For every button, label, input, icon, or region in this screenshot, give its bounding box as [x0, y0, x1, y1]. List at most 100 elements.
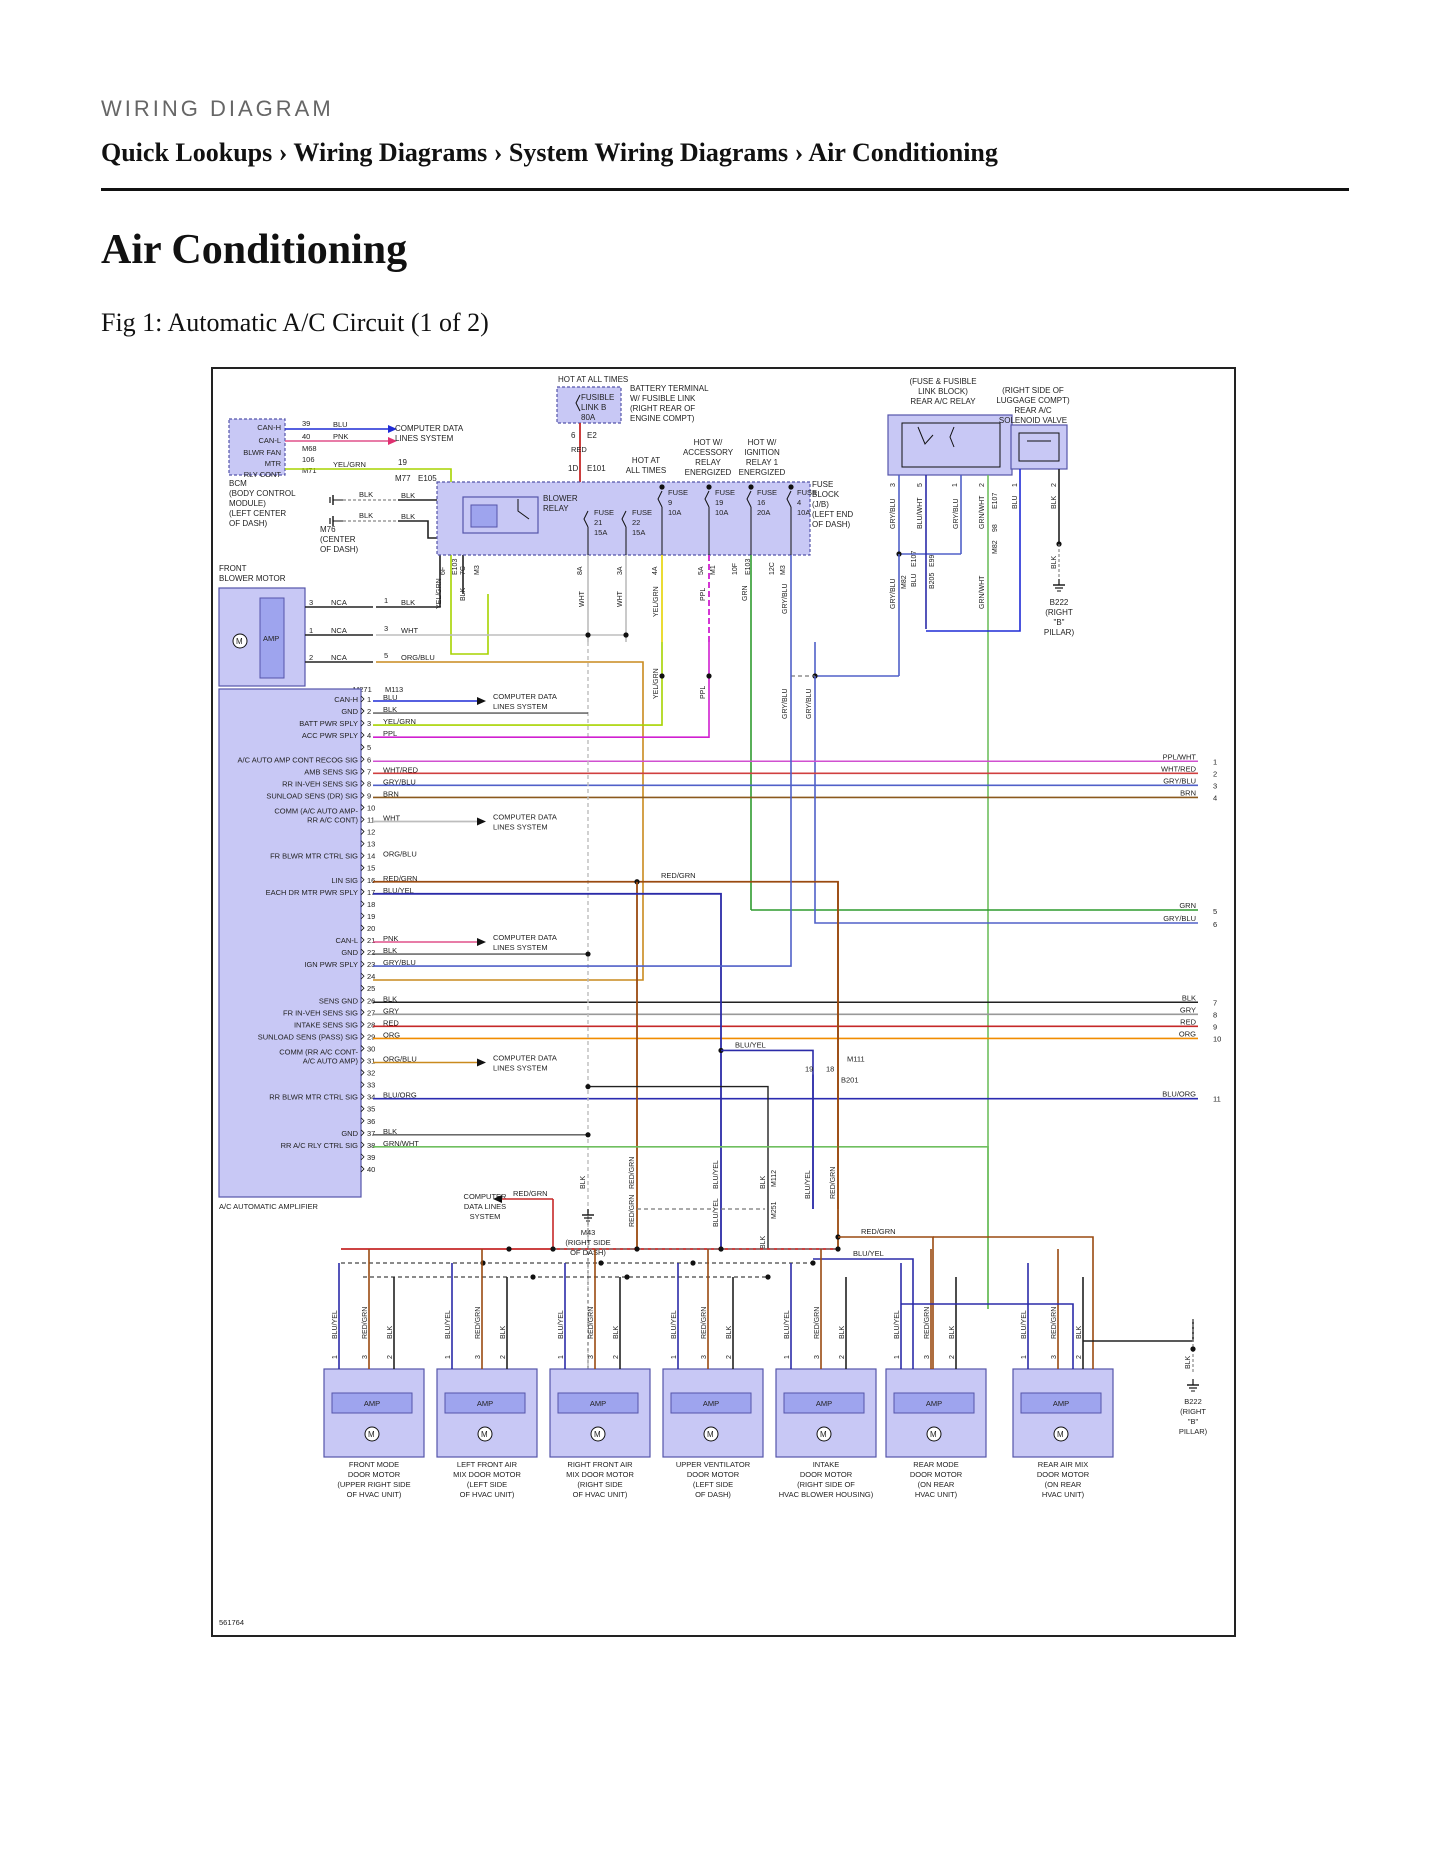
- door-motor-label: UPPER VENTILATOR: [676, 1460, 751, 1469]
- wire-label: RED/GRN: [588, 1307, 595, 1339]
- wire-label: GRN/WHT: [979, 495, 986, 529]
- door-motor-label: FRONT MODE: [349, 1460, 399, 1469]
- harness-number: 10: [1213, 1034, 1221, 1043]
- wire-label: BLK: [613, 1325, 620, 1339]
- pin: 3: [890, 483, 897, 487]
- solenoid-label: REAR A/C: [1014, 406, 1052, 415]
- splice-dot: [585, 951, 591, 957]
- bcm-desc: BCM: [229, 479, 247, 488]
- splice-dot: [718, 1246, 724, 1252]
- pin: 23: [367, 960, 375, 969]
- motor-label: M: [594, 1430, 601, 1439]
- wire-label: BLU/YEL: [805, 1170, 812, 1199]
- fusible-link-note: BATTERY TERMINAL: [630, 384, 709, 393]
- pin: 13: [367, 840, 375, 849]
- splice-dot: [550, 1246, 556, 1252]
- fuse-pin: M1: [710, 565, 717, 575]
- amp-signal: CAN-L: [335, 936, 358, 945]
- wire-blk: [588, 1085, 769, 1249]
- motor-label: M: [707, 1430, 714, 1439]
- motor-icon: [590, 1426, 606, 1442]
- header-divider: [101, 188, 1349, 191]
- pin: 3: [814, 1355, 821, 1359]
- pin: 22: [367, 948, 375, 957]
- fuse-pin: M3: [474, 565, 481, 575]
- splice-dot: [1190, 1346, 1196, 1352]
- pin-icon: [360, 1045, 365, 1052]
- pin-icon: [360, 996, 365, 1004]
- breadcrumb[interactable]: Quick Lookups › Wiring Diagrams › System…: [101, 138, 998, 167]
- pin: 3: [701, 1355, 708, 1359]
- splice-dot: [598, 1260, 604, 1266]
- relay-switch-icon: [517, 499, 530, 520]
- wire-label: GRY/BLU: [1163, 914, 1196, 923]
- pin-icon: [360, 1093, 365, 1100]
- pin: 35: [367, 1105, 375, 1114]
- pin: 2: [613, 1355, 620, 1359]
- harness-number: 11: [1213, 1095, 1221, 1104]
- pin-icon: [360, 1165, 365, 1173]
- pin: 1: [1012, 483, 1019, 487]
- wire-label: RED: [571, 445, 587, 454]
- fuse-pin: 3A: [617, 566, 624, 575]
- connector: M111: [847, 1055, 865, 1064]
- rear-relay-box: [887, 414, 1013, 476]
- wire-label: GRY/BLU: [890, 498, 897, 529]
- pin: 19: [367, 912, 375, 921]
- wire-label: BLK: [839, 1325, 846, 1339]
- pin: 21: [367, 936, 375, 945]
- pin: 1: [445, 1355, 452, 1359]
- door-motor-label: DOOR MOTOR: [800, 1470, 853, 1479]
- amp-block: [893, 1392, 975, 1414]
- splice-dot: [659, 673, 665, 679]
- wire-label: ORG: [1179, 1029, 1196, 1038]
- wire-blu-yel: [813, 1258, 914, 1304]
- hot-label: ENERGIZED: [685, 468, 732, 477]
- pin-icon: [360, 1069, 365, 1076]
- fuse-pin: 7C: [460, 566, 467, 575]
- pin: 3: [362, 1355, 369, 1359]
- ground-label: PILLAR): [1179, 1427, 1208, 1436]
- wire-label: BLK: [401, 512, 415, 521]
- pin: 12: [367, 828, 375, 837]
- wire-label: BLU/ORG: [383, 1091, 417, 1100]
- amp-signal: ACC PWR SPLY: [302, 731, 358, 740]
- pin: 16: [367, 876, 375, 885]
- rear-relay-label: (FUSE & FUSIBLE: [909, 377, 976, 386]
- connector: M112: [771, 1170, 778, 1187]
- amp-block: [783, 1392, 865, 1414]
- pin: 1: [558, 1355, 565, 1359]
- wire-label: PPL: [383, 729, 397, 738]
- harness-number: 5: [1213, 907, 1217, 916]
- dest-label: LINES SYSTEM: [493, 823, 548, 832]
- solenoid-outline: [1018, 432, 1060, 462]
- pin-icon: [360, 1057, 365, 1064]
- wire-label: BLK: [1051, 555, 1058, 569]
- wire-label: ORG/BLU: [383, 1055, 417, 1064]
- fuse-label: 15A: [632, 528, 645, 537]
- fuse-block-label: OF DASH): [812, 520, 851, 529]
- bcm-desc: (BODY CONTROL: [229, 489, 296, 498]
- pin: 1: [952, 483, 959, 487]
- pin: 40: [302, 432, 310, 441]
- amplifier-box: [218, 688, 362, 1198]
- wire-label: RED: [383, 1018, 399, 1027]
- connector: M82: [901, 575, 908, 589]
- wire-label: NCA: [331, 653, 347, 662]
- motor-icon: [232, 633, 248, 649]
- wire-label: GRY/BLU: [806, 688, 813, 719]
- door-motor-label: REAR AIR MIX: [1038, 1460, 1088, 1469]
- pin-icon: [360, 1009, 365, 1016]
- splice-dot: [690, 1260, 696, 1266]
- pin-icon: [360, 924, 365, 932]
- dest-label: DATA LINES: [464, 1202, 506, 1211]
- door-motor-label: (LEFT SIDE: [693, 1480, 733, 1489]
- door-motor-label: OF HVAC UNIT): [347, 1490, 402, 1499]
- wire-label: YEL/GRN: [653, 586, 660, 617]
- dest-label: COMPUTER DATA: [493, 692, 557, 701]
- pin: 36: [367, 1117, 375, 1126]
- wire-label: WHT/RED: [1161, 764, 1197, 773]
- splice-dot: [634, 1246, 640, 1252]
- wire-label: YEL/GRN: [383, 717, 416, 726]
